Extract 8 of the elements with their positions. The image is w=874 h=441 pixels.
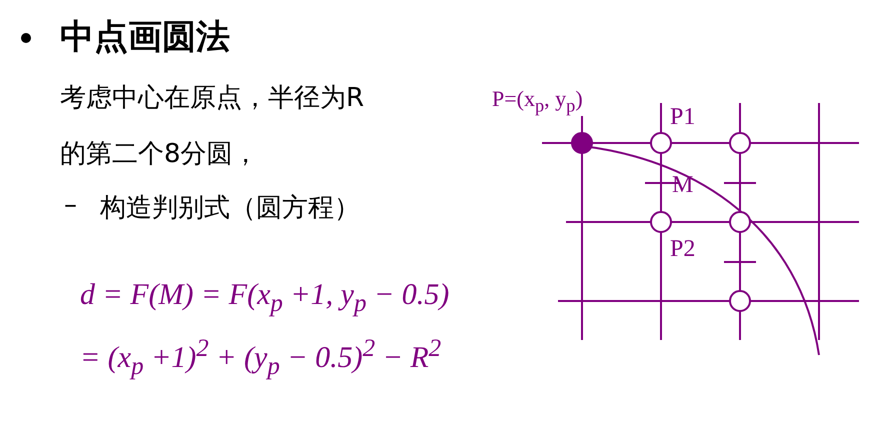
point-label: P1 xyxy=(670,104,696,131)
formula-line: d = F(M) = F(x$_{p}$ +1, y$_{p}$ − 0.5) xyxy=(80,278,450,318)
slide-title: 中点画圆法 xyxy=(60,16,230,59)
point-label: P2 xyxy=(670,236,696,263)
dash-bullet: – xyxy=(64,190,77,220)
sub-item-text: 构造判别式（圆方程） xyxy=(100,192,360,225)
formula-line: = (x$_{p}$ +1)$^{2}$ + (y$_{p}$ − 0.5)$^{2}$ − R$^{2}$ xyxy=(80,335,442,381)
description-text: 考虑中心在原点，半径为R的第二个8分圆， xyxy=(60,82,366,171)
